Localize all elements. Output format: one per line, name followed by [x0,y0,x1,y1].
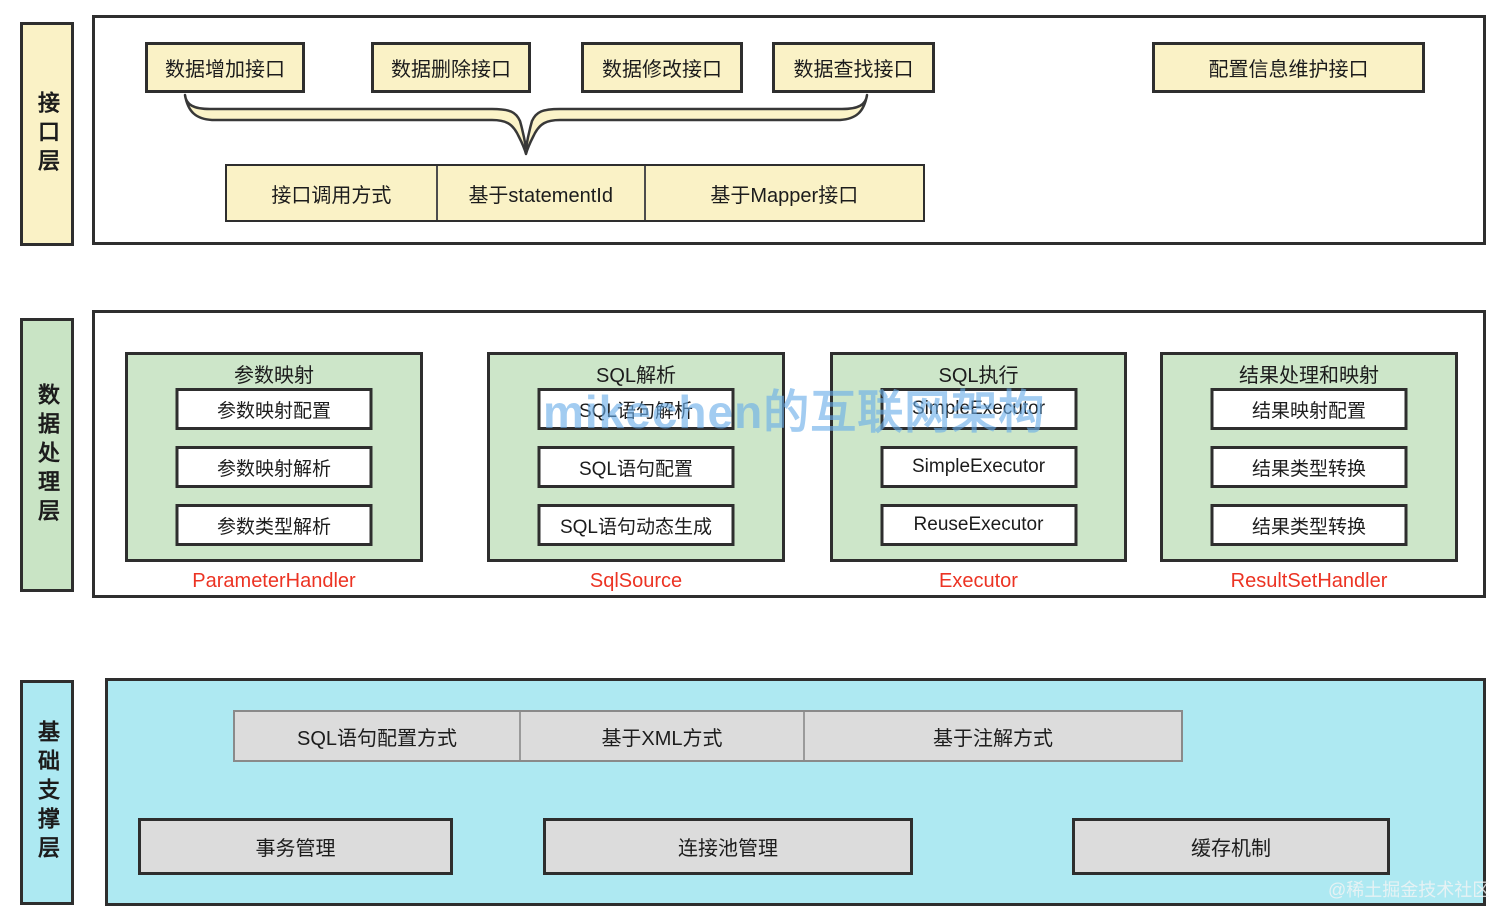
group-result-mapping: 结果处理和映射 结果映射配置 结果类型转换 结果类型转换 [1160,352,1458,562]
foundation-box-cache: 缓存机制 [1072,818,1390,875]
group-title: SQL解析 [595,365,677,387]
foundation-box-connection-pool: 连接池管理 [543,818,913,875]
caption-parameterhandler: ParameterHandler [192,570,356,592]
sql-config-mode-label: SQL语句配置方式 [296,727,458,750]
invocation-mode-label: 接口调用方式 [271,184,392,207]
group-item: 结果类型转换 [1210,446,1408,488]
interface-box-update: 数据修改接口 [581,42,743,93]
layer-label-foundation: 基础支撑层 [20,680,74,905]
group-sql-execution: SQL执行 SimpleExecutor SimpleExecutor Reus… [830,352,1127,562]
caption-resultsethandler: ResultSetHandler [1230,570,1388,592]
group-item: SimpleExecutor [880,446,1077,488]
caption-executor: Executor [939,570,1018,592]
group-sql-parsing: SQL解析 SQL语句解析 SQL语句配置 SQL语句动态生成 [487,352,785,562]
watermark-juejin: @稀土掘金技术社区 [1328,880,1491,900]
group-item: SQL语句动态生成 [537,504,735,546]
group-title: SQL执行 [938,365,1019,387]
group-parameter-mapping: 参数映射 参数映射配置 参数映射解析 参数类型解析 [125,352,423,562]
sql-config-mode-xml: 基于XML方式 [519,712,803,760]
caption-sqlsource: SqlSource [589,570,683,592]
group-item: 结果类型转换 [1210,504,1408,546]
interface-box-config-maintenance: 配置信息维护接口 [1152,42,1425,93]
sql-config-modes-bar: SQL语句配置方式 基于XML方式 基于注解方式 [233,710,1183,762]
invocation-modes-bar: 接口调用方式 基于statementId 基于Mapper接口 [225,164,925,222]
interface-box-delete: 数据删除接口 [371,42,531,93]
group-title: 参数映射 [234,365,314,387]
interface-box-query: 数据查找接口 [772,42,935,93]
group-item: 参数映射配置 [175,388,373,430]
sql-config-mode-annotation: 基于注解方式 [803,712,1181,760]
group-item: SQL语句配置 [537,446,735,488]
curly-brace-icon [183,93,869,156]
watermark-mikechen: mikechen的互联网架构 [543,386,1046,438]
group-item: SimpleExecutor [880,388,1077,430]
invocation-mode-statementid: 基于statementId [435,166,644,220]
group-item: 参数映射解析 [175,446,373,488]
group-title: 结果处理和映射 [1239,365,1379,387]
group-item: SQL语句解析 [537,388,735,430]
interface-box-add: 数据增加接口 [145,42,305,93]
invocation-mode-mapper: 基于Mapper接口 [643,166,923,220]
layer-label-interface: 接口层 [20,22,74,246]
group-item: 结果映射配置 [1210,388,1408,430]
group-item: 参数类型解析 [175,504,373,546]
foundation-box-transaction: 事务管理 [138,818,453,875]
group-item: ReuseExecutor [880,504,1077,546]
layer-label-processing: 数据处理层 [20,318,74,592]
